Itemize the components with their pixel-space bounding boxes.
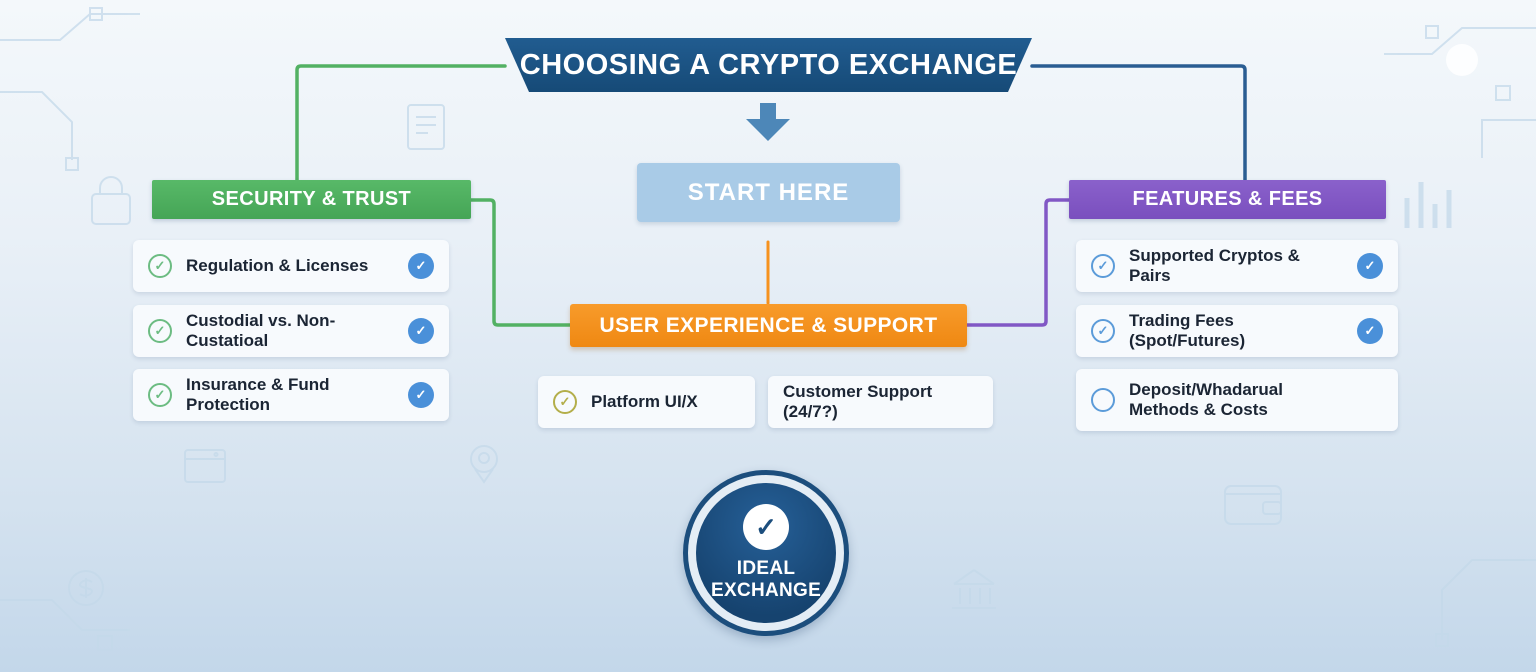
title-banner: CHOOSING A CRYPTO EXCHANGE <box>505 38 1032 92</box>
start-here-label: START HERE <box>687 178 850 206</box>
experience-item-platform: ✓ Platform UI/X <box>538 376 755 428</box>
item-label: Customer Support (24/7?) <box>783 381 933 421</box>
check-circle-solid-icon: ✓ <box>408 318 434 344</box>
bar-chart-icon <box>1404 182 1452 228</box>
security-trust-label: SECURITY & TRUST <box>211 188 412 210</box>
start-here-node: START HERE <box>637 163 900 222</box>
features-item-fees: ✓ Trading Fees (Spot/Futures) ✓ <box>1076 305 1398 357</box>
check-circle-solid-icon: ✓ <box>1357 253 1383 279</box>
bank-icon <box>952 569 996 609</box>
location-pin-icon <box>470 445 498 484</box>
security-item-regulation: ✓ Regulation & Licenses ✓ <box>133 240 449 292</box>
lock-icon <box>91 176 131 225</box>
check-circle-solid-icon: ✓ <box>1357 318 1383 344</box>
experience-item-support: Customer Support (24/7?) <box>768 376 993 428</box>
user-experience-label: USER EXPERIENCE & SUPPORT <box>599 313 938 337</box>
ideal-exchange-circle: ✓ IDEAL EXCHANGE <box>696 483 836 623</box>
check-circle-solid-icon: ✓ <box>408 253 434 279</box>
browser-window-icon <box>184 449 226 483</box>
item-label: Regulation & Licenses <box>186 255 369 275</box>
item-label: Deposit/Whadarual Methods & Costs <box>1129 379 1283 419</box>
security-item-insurance: ✓ Insurance & Fund Protection ✓ <box>133 369 449 421</box>
document-icon <box>407 104 445 150</box>
user-experience-header: USER EXPERIENCE & SUPPORT <box>570 304 967 347</box>
check-badge-icon: ✓ <box>743 504 789 551</box>
connector-purple <box>965 198 1071 327</box>
check-circle-outline-icon: ✓ <box>148 319 172 343</box>
check-circle-outline-icon: ✓ <box>1091 254 1115 278</box>
check-circle-solid-icon: ✓ <box>408 382 434 408</box>
item-label: Supported Cryptos & Pairs <box>1129 245 1300 285</box>
security-trust-header: SECURITY & TRUST <box>152 180 471 219</box>
ideal-exchange-node: ✓ IDEAL EXCHANGE <box>683 470 849 636</box>
soft-highlight-circle <box>1446 44 1478 76</box>
item-label: Platform UI/X <box>591 391 698 411</box>
check-circle-outline-icon: ✓ <box>148 383 172 407</box>
item-label: Custodial vs. Non-Custatioal <box>186 310 336 350</box>
down-arrow-icon <box>746 103 790 141</box>
ideal-exchange-label: IDEAL EXCHANGE <box>711 558 822 601</box>
features-item-cryptos: ✓ Supported Cryptos & Pairs ✓ <box>1076 240 1398 292</box>
features-fees-header: FEATURES & FEES <box>1069 180 1386 219</box>
check-circle-outline-icon: ✓ <box>148 254 172 278</box>
item-label: Insurance & Fund Protection <box>186 374 330 414</box>
features-item-deposit: Deposit/Whadarual Methods & Costs <box>1076 369 1398 431</box>
item-label: Trading Fees (Spot/Futures) <box>1129 310 1246 350</box>
wallet-icon <box>1224 485 1282 525</box>
check-circle-outline-icon: ✓ <box>1091 319 1115 343</box>
circle-outline-icon <box>1091 388 1115 412</box>
check-circle-outline-icon: ✓ <box>553 390 577 414</box>
page-title: CHOOSING A CRYPTO EXCHANGE <box>519 48 1018 81</box>
features-fees-label: FEATURES & FEES <box>1132 188 1323 210</box>
connector-green-bottom <box>469 198 572 327</box>
connector-blue <box>1030 64 1247 182</box>
connector-green-top <box>295 64 507 182</box>
security-item-custodial: ✓ Custodial vs. Non-Custatioal ✓ <box>133 305 449 357</box>
dollar-coin-icon <box>68 570 104 606</box>
